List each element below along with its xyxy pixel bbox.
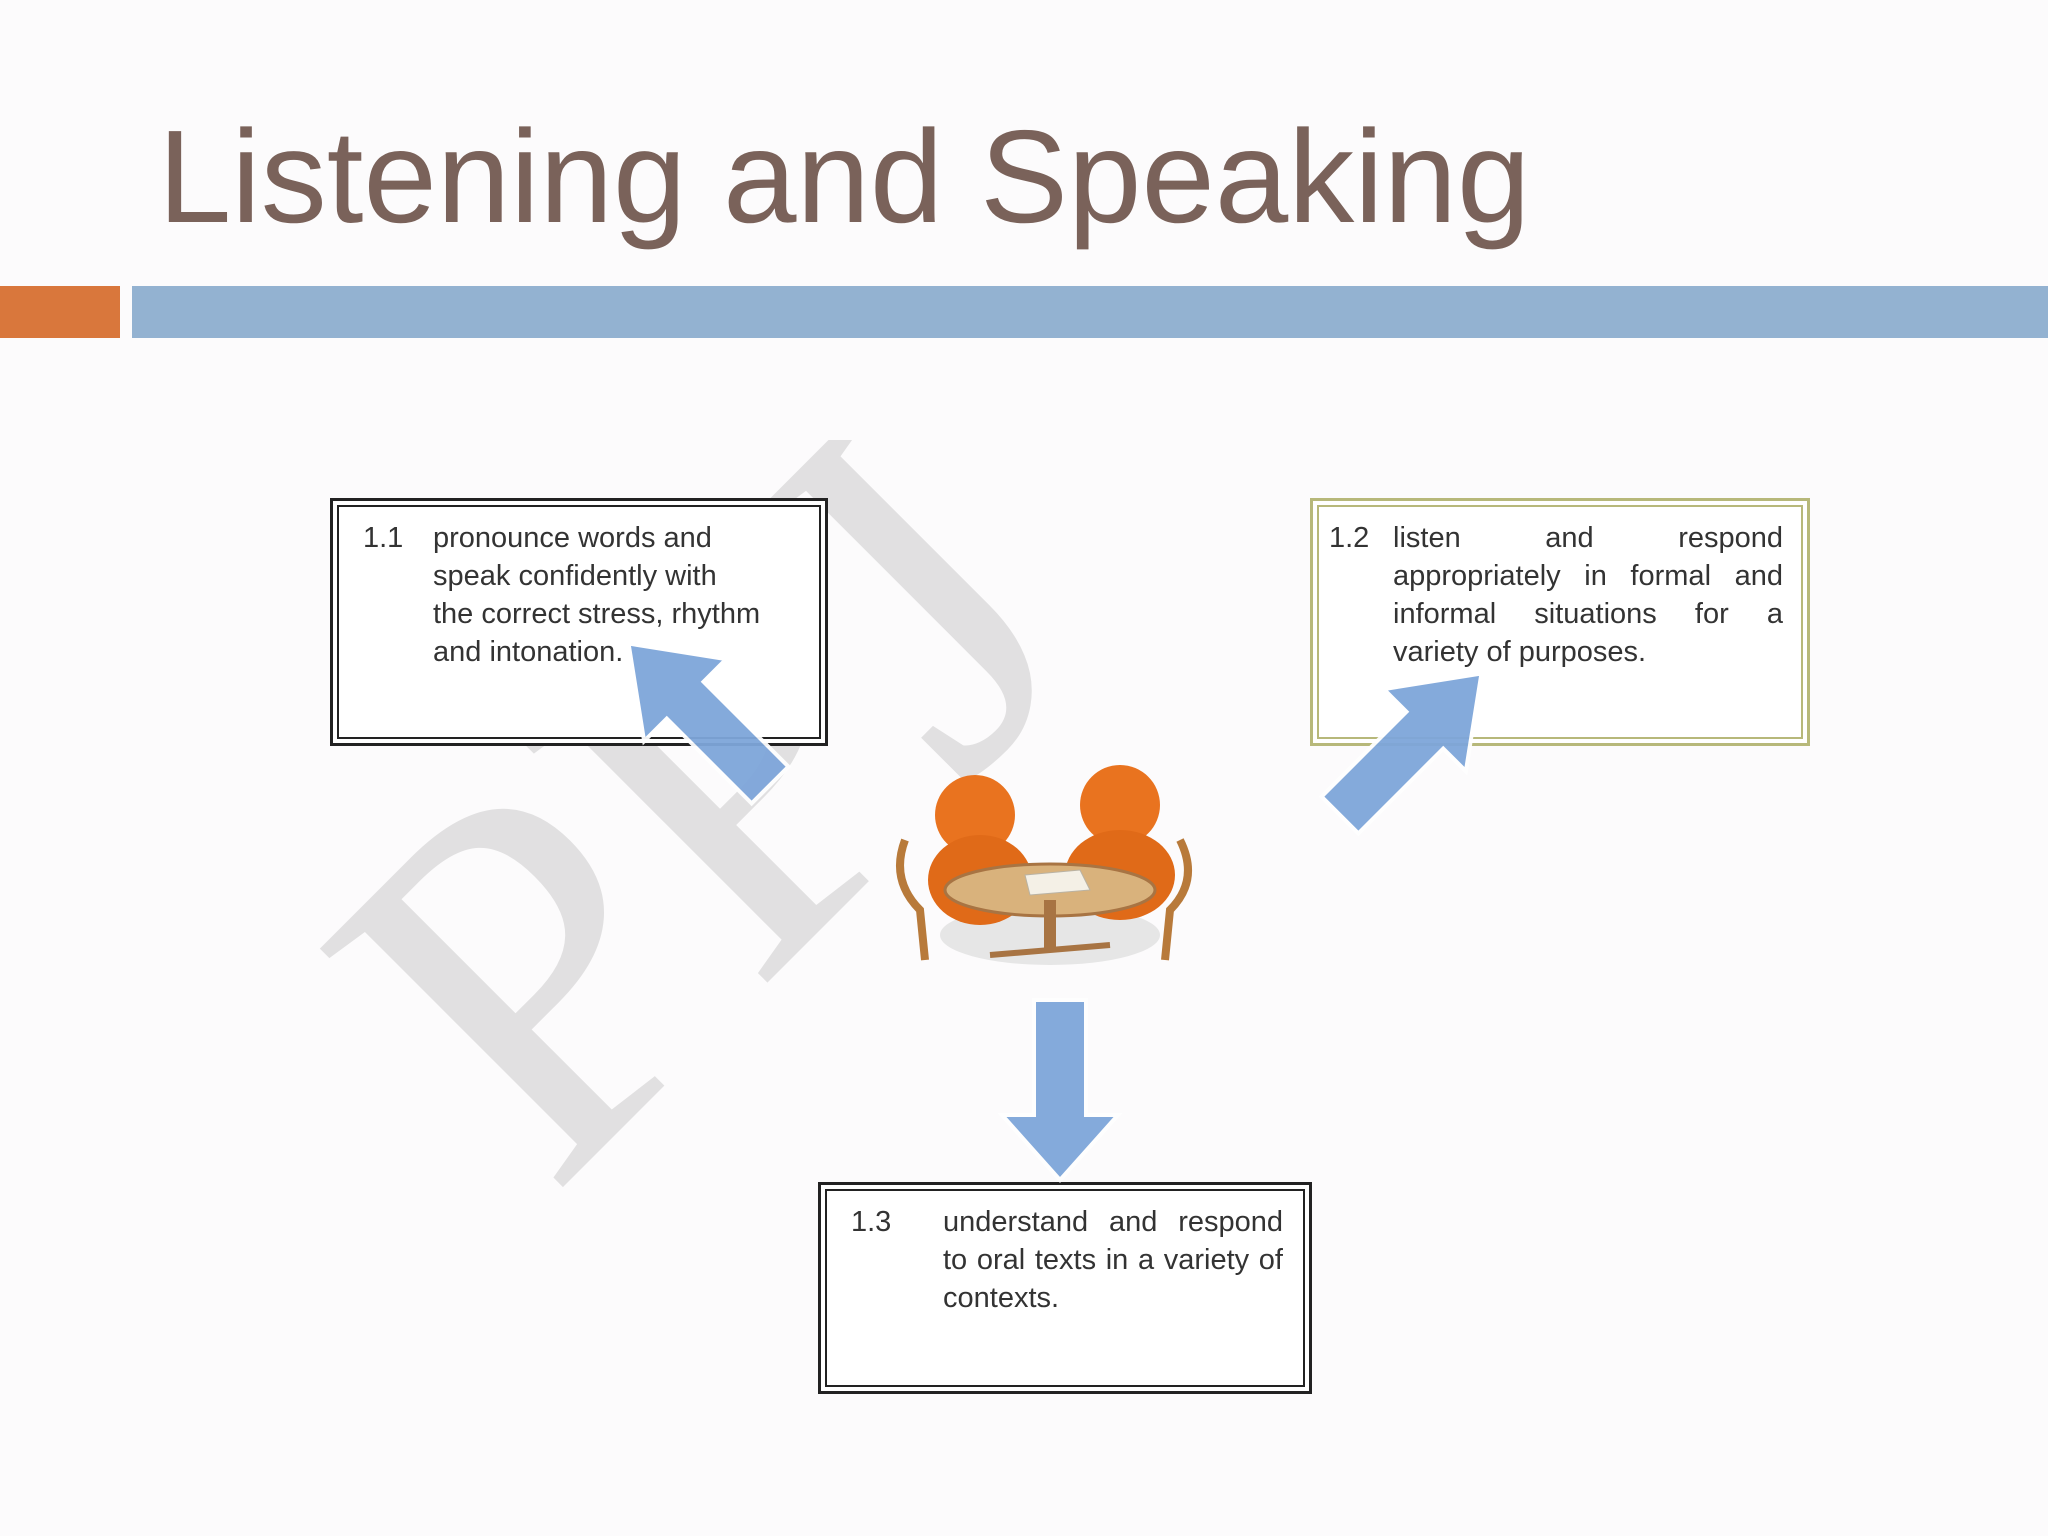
arrows-layer bbox=[626, 641, 1484, 1184]
arrow-to-outcome-1-1 bbox=[626, 641, 792, 807]
outcome-box-1-1: 1.1 pronounce words and speak confidentl… bbox=[330, 498, 828, 746]
outcome-number-1-1: 1.1 bbox=[363, 522, 404, 554]
title-accent-bar-blue bbox=[132, 286, 2048, 338]
outcome-text-1-3: understand and respond to oral texts in … bbox=[943, 1206, 1283, 1314]
outcome-text-1-2: listen and respond appropriately in form… bbox=[1393, 522, 1783, 668]
title-accent-bar-orange bbox=[0, 286, 120, 338]
arrow-to-outcome-1-3 bbox=[997, 998, 1123, 1184]
slide-title: Listening and Speaking bbox=[158, 103, 1531, 250]
listening-speaking-diagram: PPJ 1.1 pronounce words and speak confid… bbox=[300, 440, 1840, 1420]
two-people-at-table-icon bbox=[896, 765, 1192, 965]
outcome-number-1-3: 1.3 bbox=[851, 1206, 892, 1238]
outcome-box-1-3: 1.3 understand and respond to oral texts… bbox=[818, 1182, 1312, 1394]
outcome-box-1-2: 1.2 listen and respond appropriately in … bbox=[1310, 498, 1810, 746]
arrow-to-outcome-1-2 bbox=[1318, 671, 1484, 837]
outcome-text-1-1: pronounce words and speak confidently wi… bbox=[433, 522, 761, 668]
outcome-number-1-2: 1.2 bbox=[1329, 522, 1370, 554]
